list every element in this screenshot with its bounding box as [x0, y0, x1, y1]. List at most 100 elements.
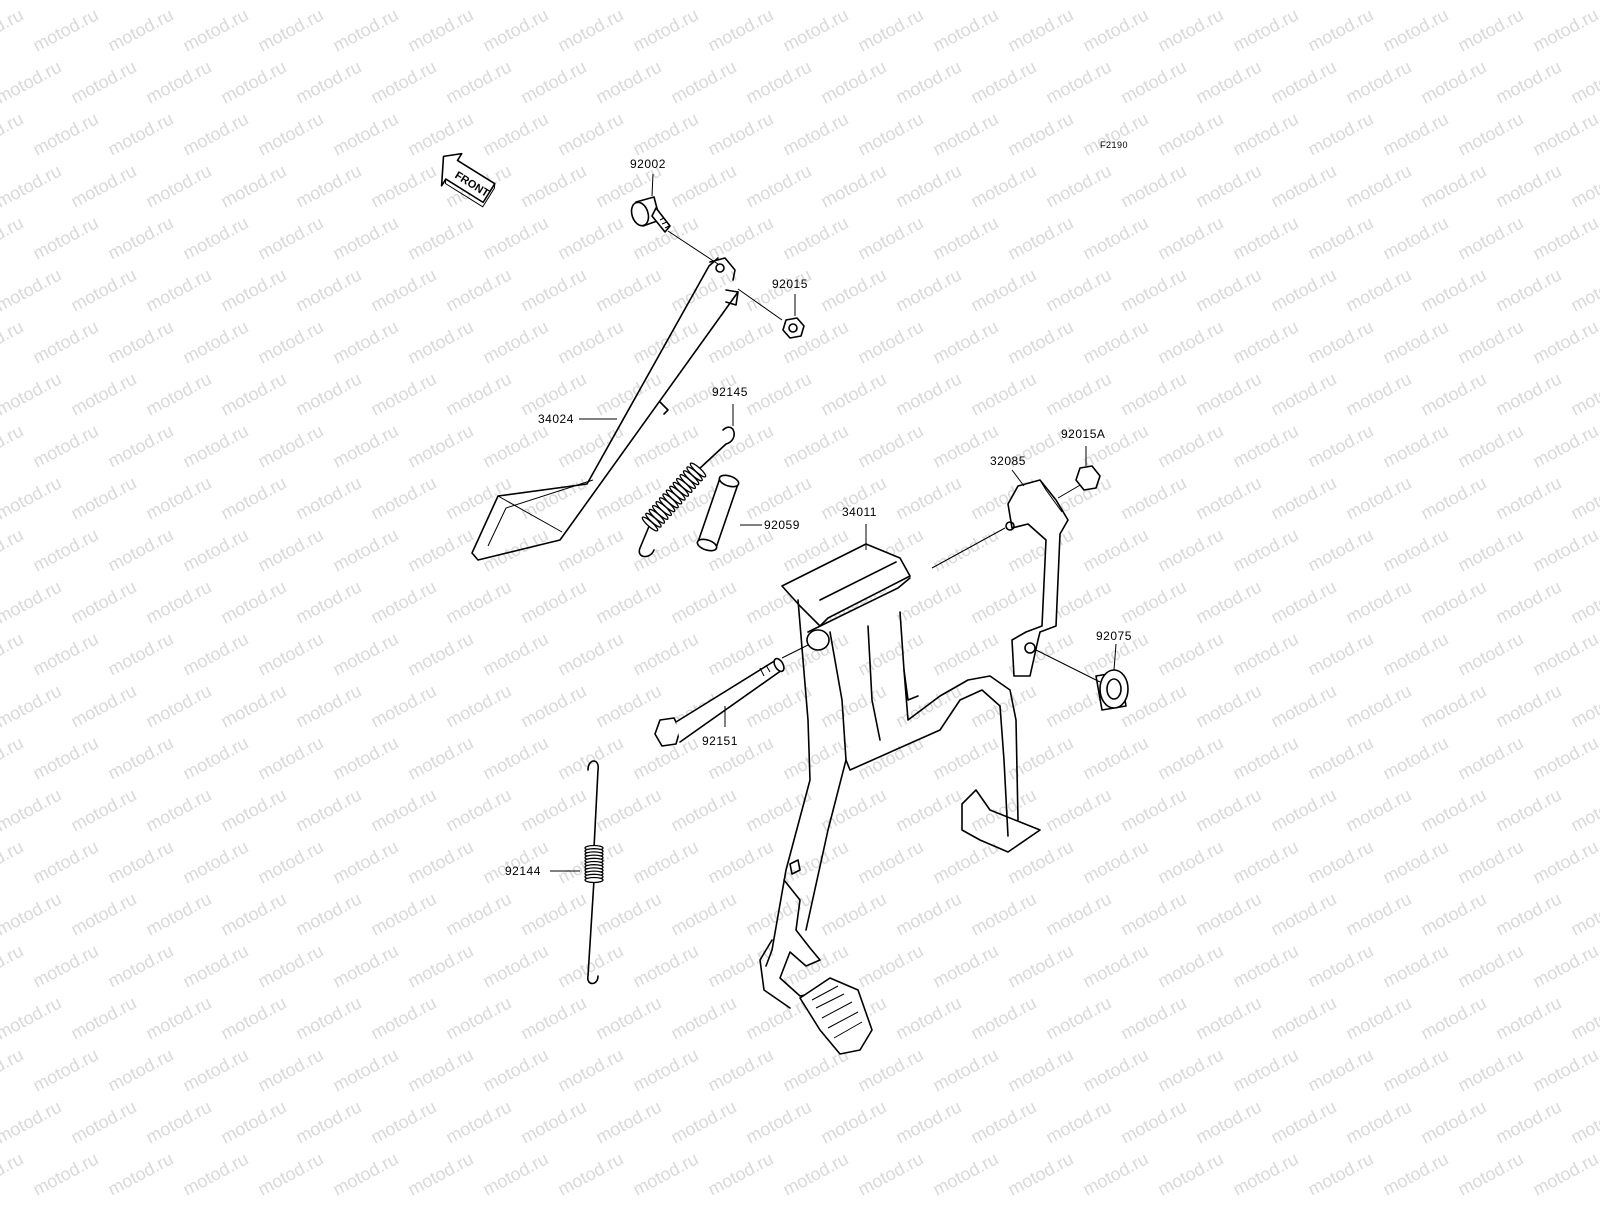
watermark-text: motod.ru [104, 733, 176, 784]
watermark-text: motod.ru [1567, 993, 1600, 1044]
watermark-text: motod.ru [217, 369, 289, 420]
watermark-text: motod.ru [1154, 421, 1226, 472]
watermark-text: motod.ru [1117, 161, 1189, 212]
watermark-text: motod.ru [929, 941, 1001, 992]
watermark-text: motod.ru [929, 5, 1001, 56]
watermark-text: motod.ru [292, 785, 364, 836]
watermark-text: motod.ru [329, 317, 401, 368]
watermark-text: motod.ru [179, 5, 251, 56]
watermark-text: motod.ru [1492, 161, 1564, 212]
watermark-text: motod.ru [1567, 265, 1600, 316]
watermark-text: motod.ru [142, 57, 214, 108]
watermark-text: motod.ru [1117, 577, 1189, 628]
part-label-34024: 34024 [538, 412, 574, 426]
watermark-text: motod.ru [292, 1097, 364, 1148]
watermark-text: motod.ru [1567, 1097, 1600, 1148]
watermark-text: motod.ru [892, 889, 964, 940]
watermark-text: motod.ru [854, 629, 926, 680]
watermark-text: motod.ru [0, 1097, 65, 1148]
watermark-text: motod.ru [367, 993, 439, 1044]
watermark-text: motod.ru [1342, 0, 1414, 4]
watermark-text: motod.ru [892, 0, 964, 4]
watermark-text: motod.ru [479, 317, 551, 368]
watermark-text: motod.ru [67, 785, 139, 836]
watermark-text: motod.ru [1304, 941, 1376, 992]
watermark-text: motod.ru [1004, 941, 1076, 992]
watermark-text: motod.ru [1342, 577, 1414, 628]
watermark-text: motod.ru [404, 109, 476, 160]
watermark-text: motod.ru [1042, 369, 1114, 420]
watermark-text: motod.ru [1267, 0, 1339, 4]
watermark-text: motod.ru [629, 629, 701, 680]
watermark-text: motod.ru [1192, 785, 1264, 836]
watermark-text: motod.ru [29, 525, 101, 576]
part-label-92015A: 92015A [1061, 427, 1105, 441]
watermark-text: motod.ru [254, 1149, 326, 1200]
watermark-text: motod.ru [0, 733, 27, 784]
watermark-text: motod.ru [1192, 57, 1264, 108]
watermark-text: motod.ru [742, 1097, 814, 1148]
watermark-text: motod.ru [1304, 213, 1376, 264]
watermark-text: motod.ru [479, 1045, 551, 1096]
watermark-text: motod.ru [254, 1045, 326, 1096]
watermark-text: motod.ru [592, 993, 664, 1044]
watermark-text: motod.ru [67, 681, 139, 732]
watermark-text: motod.ru [1267, 473, 1339, 524]
watermark-text: motod.ru [667, 889, 739, 940]
watermark-text: motod.ru [517, 889, 589, 940]
watermark-text: motod.ru [254, 525, 326, 576]
bolt-92151 [654, 639, 819, 747]
watermark-text: motod.ru [1079, 1149, 1151, 1200]
watermark-text: motod.ru [479, 5, 551, 56]
watermark-text: motod.ru [254, 629, 326, 680]
watermark-text: motod.ru [367, 577, 439, 628]
watermark-text: motod.ru [742, 161, 814, 212]
watermark-text: motod.ru [1454, 213, 1526, 264]
watermark-text: motod.ru [1417, 0, 1489, 4]
watermark-text: motod.ru [1229, 1045, 1301, 1096]
watermark-text: motod.ru [1492, 785, 1564, 836]
watermark-text: motod.ru [479, 941, 551, 992]
watermark-text: motod.ru [104, 1045, 176, 1096]
watermark-text: motod.ru [1154, 109, 1226, 160]
watermark-text: motod.ru [1267, 577, 1339, 628]
watermark-text: motod.ru [404, 629, 476, 680]
watermark-text: motod.ru [67, 889, 139, 940]
watermark-text: motod.ru [1417, 1097, 1489, 1148]
watermark-text: motod.ru [29, 629, 101, 680]
watermark-text: motod.ru [1079, 5, 1151, 56]
watermark-text: motod.ru [1492, 369, 1564, 420]
watermark-text: motod.ru [1529, 733, 1600, 784]
watermark-text: motod.ru [0, 5, 27, 56]
watermark-text: motod.ru [1454, 525, 1526, 576]
watermark-text: motod.ru [1342, 993, 1414, 1044]
watermark-text: motod.ru [142, 473, 214, 524]
watermark-text: motod.ru [404, 837, 476, 888]
watermark-text: motod.ru [1267, 993, 1339, 1044]
watermark-text: motod.ru [1529, 1149, 1600, 1200]
watermark-text: motod.ru [1004, 837, 1076, 888]
watermark-text: motod.ru [967, 265, 1039, 316]
watermark-text: motod.ru [592, 681, 664, 732]
watermark-text: motod.ru [217, 1097, 289, 1148]
watermark-text: motod.ru [329, 525, 401, 576]
watermark-text: motod.ru [1342, 681, 1414, 732]
watermark-text: motod.ru [442, 265, 514, 316]
watermark-text: motod.ru [292, 473, 364, 524]
watermark-text: motod.ru [779, 109, 851, 160]
watermark-text: motod.ru [1079, 733, 1151, 784]
watermark-text: motod.ru [179, 837, 251, 888]
watermark-text: motod.ru [1567, 473, 1600, 524]
watermark-text: motod.ru [667, 57, 739, 108]
watermark-text: motod.ru [1454, 421, 1526, 472]
watermark-text: motod.ru [479, 629, 551, 680]
watermark-text: motod.ru [0, 993, 65, 1044]
watermark-text: motod.ru [442, 369, 514, 420]
watermark-text: motod.ru [1529, 5, 1600, 56]
watermark-text: motod.ru [442, 0, 514, 4]
watermark-text: motod.ru [1342, 889, 1414, 940]
watermark-text: motod.ru [1529, 213, 1600, 264]
watermark-text: motod.ru [1379, 1045, 1451, 1096]
watermark-text: motod.ru [1042, 889, 1114, 940]
